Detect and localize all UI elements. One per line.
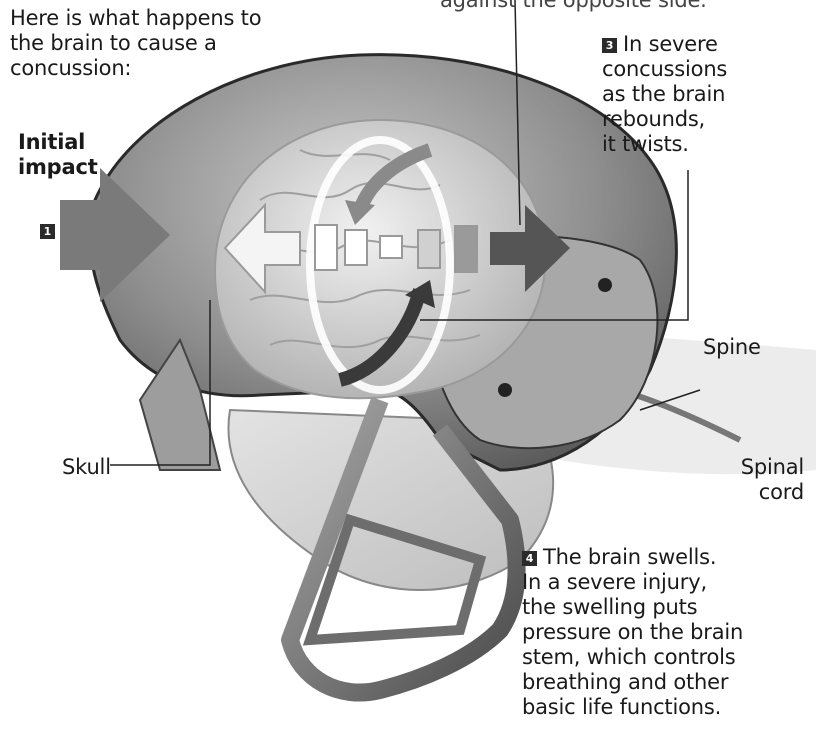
step-1-label: Initial impact: [18, 130, 138, 180]
helmet-screw-top: [598, 278, 612, 292]
helmet-screw-bottom: [498, 383, 512, 397]
step-1-number: 1: [40, 224, 55, 239]
top-fragment-text: against the opposite side.: [440, 0, 760, 13]
skull-label: Skull: [62, 455, 111, 480]
intro-text: Here is what happens to the brain to cau…: [10, 6, 330, 81]
spine-label: Spine: [703, 335, 761, 360]
spinal-cord-label: Spinal cord: [694, 455, 804, 505]
step-4-text: The brain swells. In a severe injury, th…: [522, 545, 743, 719]
step-3-text: In severe concussions as the brain rebou…: [602, 32, 727, 156]
step-3-number: 3: [602, 38, 617, 53]
step-4-number: 4: [522, 551, 537, 566]
step-1-marker: 1: [40, 222, 61, 241]
